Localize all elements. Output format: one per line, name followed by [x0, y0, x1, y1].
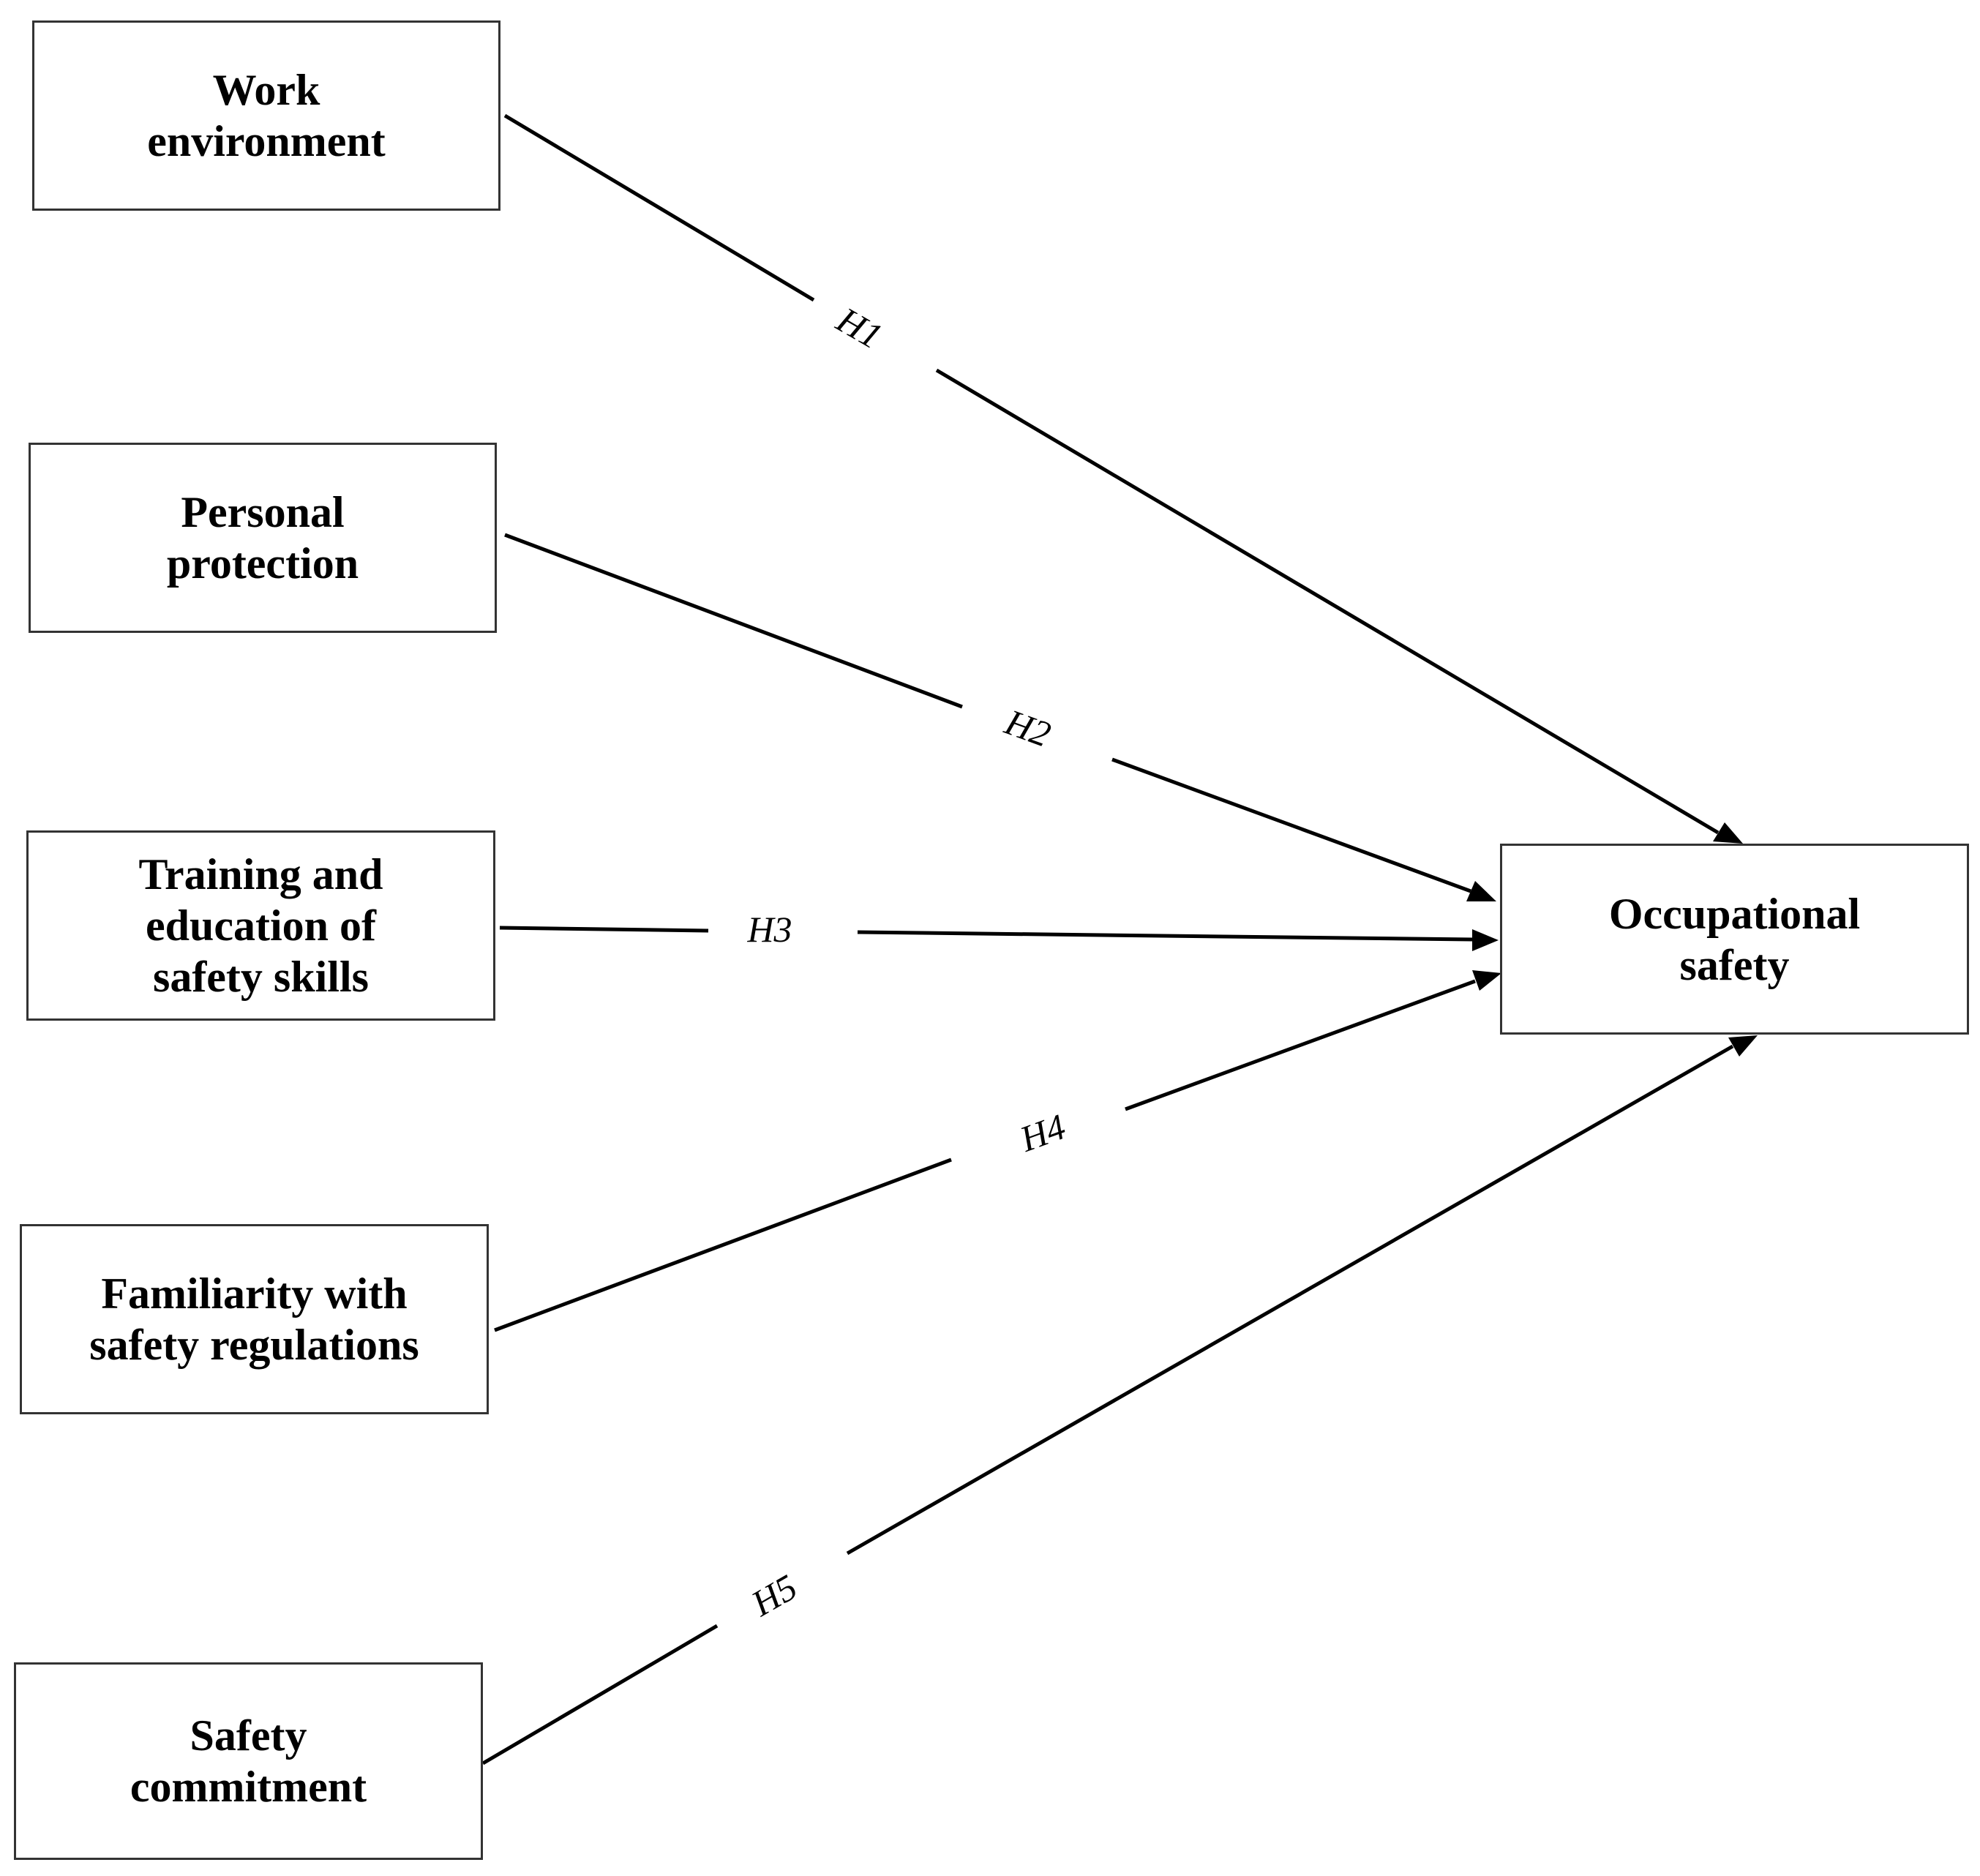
node-personal-protection: Personal protection — [29, 443, 497, 633]
node-label-safety-commitment: Safety commitment — [130, 1711, 367, 1811]
arrowhead-h4 — [1472, 970, 1501, 991]
edge-label-h5: H5 — [744, 1566, 804, 1624]
arrowhead-h5 — [1728, 1035, 1758, 1057]
node-familiarity-regulations: Familiarity with safety regulations — [20, 1224, 489, 1414]
edge-h2: H2 — [504, 533, 1496, 901]
node-label-training-education: Training and education of safety skills — [138, 850, 383, 1001]
edge-label-h4: H4 — [1014, 1106, 1071, 1160]
node-safety-commitment: Safety commitment — [14, 1662, 483, 1860]
node-label-familiarity-regulations: Familiarity with safety regulations — [89, 1269, 419, 1369]
edge-label-h2: H2 — [1000, 701, 1057, 755]
edge-label-h3: H3 — [746, 909, 792, 950]
arrowhead-h3 — [1472, 929, 1499, 951]
node-label-work-environment: Work environment — [147, 66, 386, 165]
arrowhead-h1 — [1713, 822, 1743, 844]
edge-h3: H3 — [499, 909, 1499, 951]
edge-h5: H5 — [481, 1035, 1758, 1766]
edge-h4: H4 — [494, 970, 1501, 1332]
node-label-occupational-safety: Occupational safety — [1608, 889, 1861, 989]
node-training-education: Training and education of safety skills — [26, 830, 495, 1021]
arrowhead-h2 — [1466, 881, 1496, 901]
node-occupational-safety: Occupational safety — [1500, 844, 1969, 1035]
node-work-environment: Work environment — [32, 20, 500, 211]
node-label-personal-protection: Personal protection — [166, 488, 359, 588]
edge-label-h1: H1 — [830, 299, 890, 357]
edge-h1: H1 — [503, 113, 1743, 844]
